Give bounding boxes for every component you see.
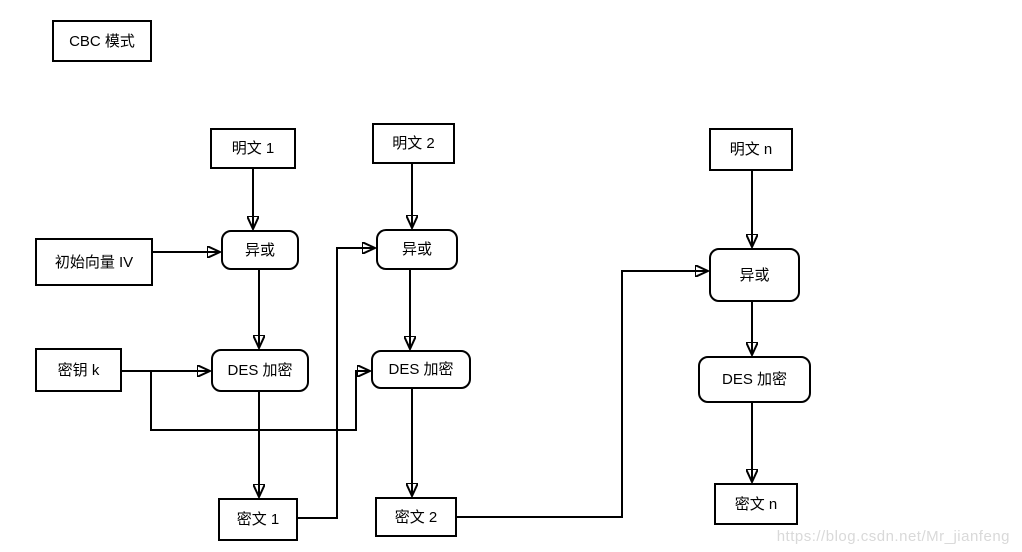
node-key-k: 密钥 k — [35, 348, 122, 392]
node-plaintext-n: 明文 n — [709, 128, 793, 171]
edge-key-des2 — [150, 371, 369, 431]
edge-cipher2-xorn — [457, 271, 707, 518]
node-xor-1: 异或 — [221, 230, 299, 270]
node-des-encrypt-1: DES 加密 — [211, 349, 309, 392]
node-ciphertext-2: 密文 2 — [375, 497, 457, 537]
edge-cipher1-xor2 — [298, 248, 374, 519]
watermark-url: https://blog.csdn.net/Mr_jianfeng — [776, 528, 1010, 545]
node-init-vector-iv: 初始向量 IV — [35, 238, 153, 286]
node-ciphertext-n: 密文 n — [714, 483, 798, 525]
node-xor-n: 异或 — [709, 248, 800, 302]
node-des-encrypt-2: DES 加密 — [371, 350, 471, 389]
node-des-encrypt-n: DES 加密 — [698, 356, 811, 403]
node-plaintext-1: 明文 1 — [210, 128, 296, 169]
node-cbc-title: CBC 模式 — [52, 20, 152, 62]
node-ciphertext-1: 密文 1 — [218, 498, 298, 541]
node-xor-2: 异或 — [376, 229, 458, 270]
node-plaintext-2: 明文 2 — [372, 123, 455, 164]
